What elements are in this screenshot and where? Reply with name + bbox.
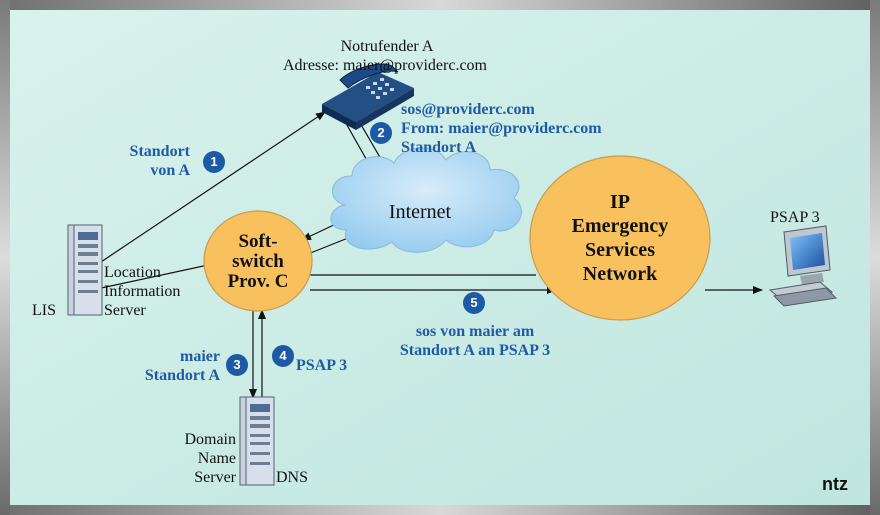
step-badge-5: 5 <box>463 292 485 314</box>
message4-label: PSAP 3 <box>296 357 348 374</box>
message2-line3: Standort A <box>401 139 477 156</box>
ntz-logo: ntz <box>822 474 848 494</box>
message5-line1: sos von maier am <box>415 323 535 340</box>
ip-network-line3: Services <box>585 239 655 261</box>
dns-abbr: DNS <box>276 469 309 486</box>
message2-line1: sos@providerc.com <box>401 101 535 118</box>
ip-network-line2: Emergency <box>571 215 669 237</box>
step-badge-2: 2 <box>370 122 392 144</box>
internet-cloud <box>330 147 522 253</box>
phone-icon <box>322 63 414 130</box>
ip-network-line1: IP <box>610 191 630 213</box>
softswitch-label: Soft- switch Prov. C <box>204 232 312 292</box>
internet-label: Internet <box>388 201 452 223</box>
message3-line2: Standort A <box>144 367 220 384</box>
message3-line1: maier <box>180 348 220 365</box>
arrow-lis-to-phone <box>91 111 326 269</box>
dns-line1: Domain <box>184 431 236 448</box>
diagram-background <box>10 10 870 505</box>
lis-line1: Location <box>104 264 161 281</box>
step-badge-3: 3 <box>226 354 248 376</box>
message2-line2: From: maier@providerc.com <box>401 120 602 137</box>
caller-address: Adresse: maier@providerc.com <box>283 57 487 74</box>
psap-label: PSAP 3 <box>770 209 820 226</box>
softswitch-line1: Soft- <box>238 231 278 252</box>
softswitch-node <box>203 210 313 312</box>
computer-icon <box>768 225 838 307</box>
lis-line2: Information <box>104 283 181 300</box>
lis-abbr: LIS <box>32 302 56 319</box>
server-icon <box>67 224 103 316</box>
softswitch-line2: switch <box>232 251 284 272</box>
message5-line2: Standort A an PSAP 3 <box>399 342 551 359</box>
dns-line3: Server <box>194 469 236 486</box>
ip-network-line4: Network <box>582 263 658 285</box>
line-internet-softswitch <box>307 237 349 255</box>
ip-network-node <box>529 155 711 321</box>
step-badge-4: 4 <box>272 345 294 367</box>
message1-line2: von A <box>150 162 190 179</box>
dns-server-icon <box>239 396 275 486</box>
dns-line2: Name <box>197 450 236 467</box>
caller-name: Notrufender A <box>340 38 434 55</box>
softswitch-line3: Prov. C <box>227 271 289 292</box>
line-lis-softswitch <box>91 264 209 291</box>
lis-line3: Server <box>104 302 146 319</box>
message1-line1: Standort <box>129 143 190 160</box>
ip-network-label: IP Emergency Services Network <box>540 190 700 286</box>
step-badge-1: 1 <box>203 151 225 173</box>
